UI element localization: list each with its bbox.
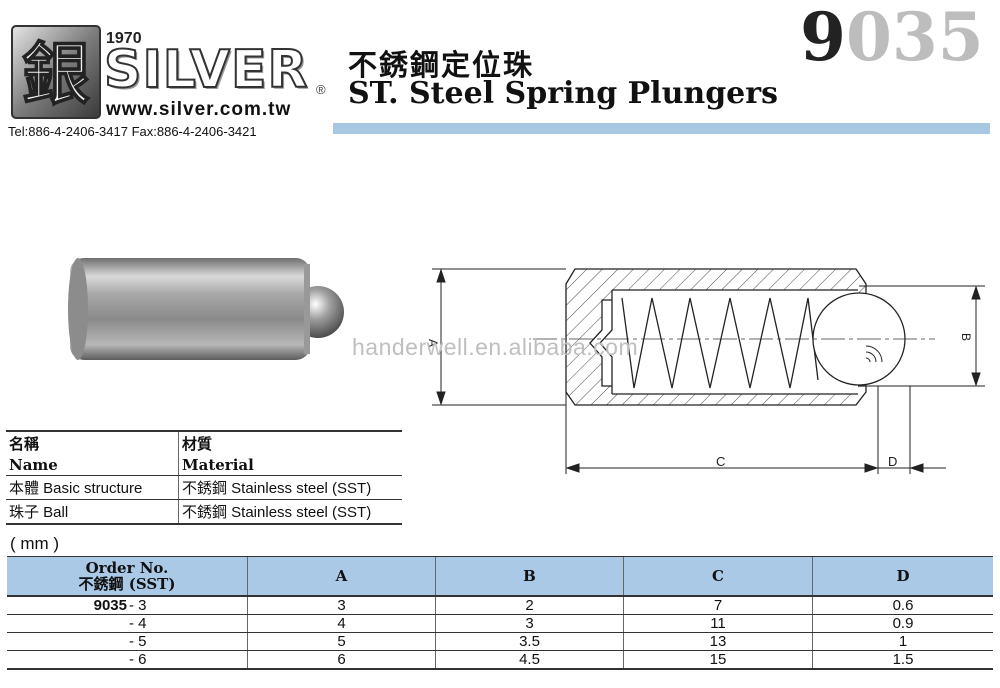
order-cell: - 4 (7, 614, 248, 633)
product-title-chinese: 不銹鋼定位珠 (348, 50, 535, 82)
part-material: 不銹鋼 Stainless steel (SST) (178, 475, 402, 500)
value-c: 7 (623, 595, 813, 615)
product-photo (68, 258, 344, 360)
order-suffix: - 6 (129, 651, 147, 668)
part-name: 珠子 Ball (6, 499, 179, 525)
order-suffix: - 4 (129, 615, 147, 632)
header-material-en: Material (178, 455, 402, 476)
table-row: 珠子 Ball 不銹鋼 Stainless steel (SST) (6, 499, 402, 525)
value-d: 1 (812, 632, 993, 651)
header-a: A (247, 556, 436, 597)
header-accent-band (333, 123, 990, 134)
value-b: 4.5 (435, 650, 624, 670)
table-row: - 5 5 3.5 13 1 (7, 632, 993, 651)
part-name: 本體 Basic structure (6, 475, 179, 500)
header-c: C (623, 556, 813, 597)
dimension-label-d: D (888, 454, 897, 469)
value-a: 3 (247, 595, 436, 615)
material-table: 名稱 材質 Name Material 本體 Basic structure 不… (6, 430, 402, 525)
header-name-zh: 名稱 (6, 430, 179, 455)
header-order-line2: 不銹鋼 (SST) (78, 575, 176, 593)
product-title-english: ST. Steel Spring Plungers (348, 76, 778, 111)
model-number-bold: 9 (800, 0, 846, 76)
order-cell: 9035- 3 (7, 595, 248, 615)
header-material-zh: 材質 (178, 430, 402, 455)
material-table-header-row: Name Material (6, 455, 402, 476)
header-d: D (812, 556, 993, 597)
value-c: 13 (623, 632, 813, 651)
value-b: 2 (435, 595, 624, 615)
value-a: 5 (247, 632, 436, 651)
dimension-table: Order No. 不銹鋼 (SST) A B C D 9035- 3 3 2 … (7, 556, 993, 670)
contact-info: Tel:886-4-2406-3417 Fax:886-4-2406-3421 (8, 124, 257, 139)
table-row: - 6 6 4.5 15 1.5 (7, 650, 993, 670)
watermark-text: handerwell.en.alibaba.com (352, 334, 639, 360)
table-row: - 4 4 3 11 0.9 (7, 614, 993, 633)
header-order-line1: Order No. (85, 558, 169, 577)
value-d: 0.9 (812, 614, 993, 633)
value-b: 3 (435, 614, 624, 633)
value-a: 6 (247, 650, 436, 670)
header-order-no: Order No. 不銹鋼 (SST) (7, 556, 248, 597)
model-number-faded: 035 (845, 0, 984, 76)
table-row: 本體 Basic structure 不銹鋼 Stainless steel (… (6, 475, 402, 500)
dimension-label-c: C (716, 454, 725, 469)
brand-website: www.silver.com.tw (106, 99, 292, 120)
dimension-label-a: A (426, 339, 440, 347)
order-code: 9035 (93, 597, 127, 614)
dimension-label-b: B (959, 333, 973, 341)
value-c: 15 (623, 650, 813, 670)
brand-seal-logo: 銀 (11, 25, 101, 119)
brand-name: SILVER (103, 40, 309, 100)
table-row: 9035- 3 3 2 7 0.6 (7, 595, 993, 615)
model-number: 9035 (800, 0, 984, 76)
order-suffix: - 5 (129, 633, 147, 650)
registered-mark: ® (316, 82, 326, 97)
brand-year: 1970 (106, 30, 142, 47)
value-c: 11 (623, 614, 813, 633)
technical-drawing: A B C D (426, 268, 985, 474)
order-cell: - 5 (7, 632, 248, 651)
material-table-header-row: 名稱 材質 (6, 430, 402, 455)
value-d: 1.5 (812, 650, 993, 670)
header-b: B (435, 556, 624, 597)
part-material: 不銹鋼 Stainless steel (SST) (178, 499, 402, 525)
order-cell: - 6 (7, 650, 248, 670)
order-suffix: - 3 (129, 597, 147, 614)
value-d: 0.6 (812, 595, 993, 615)
dimension-table-header-row: Order No. 不銹鋼 (SST) A B C D (7, 556, 993, 597)
value-b: 3.5 (435, 632, 624, 651)
brand-seal-glyph: 銀 (22, 36, 90, 115)
units-label: ( mm ) (10, 534, 60, 553)
value-a: 4 (247, 614, 436, 633)
header-name-en: Name (6, 455, 179, 476)
